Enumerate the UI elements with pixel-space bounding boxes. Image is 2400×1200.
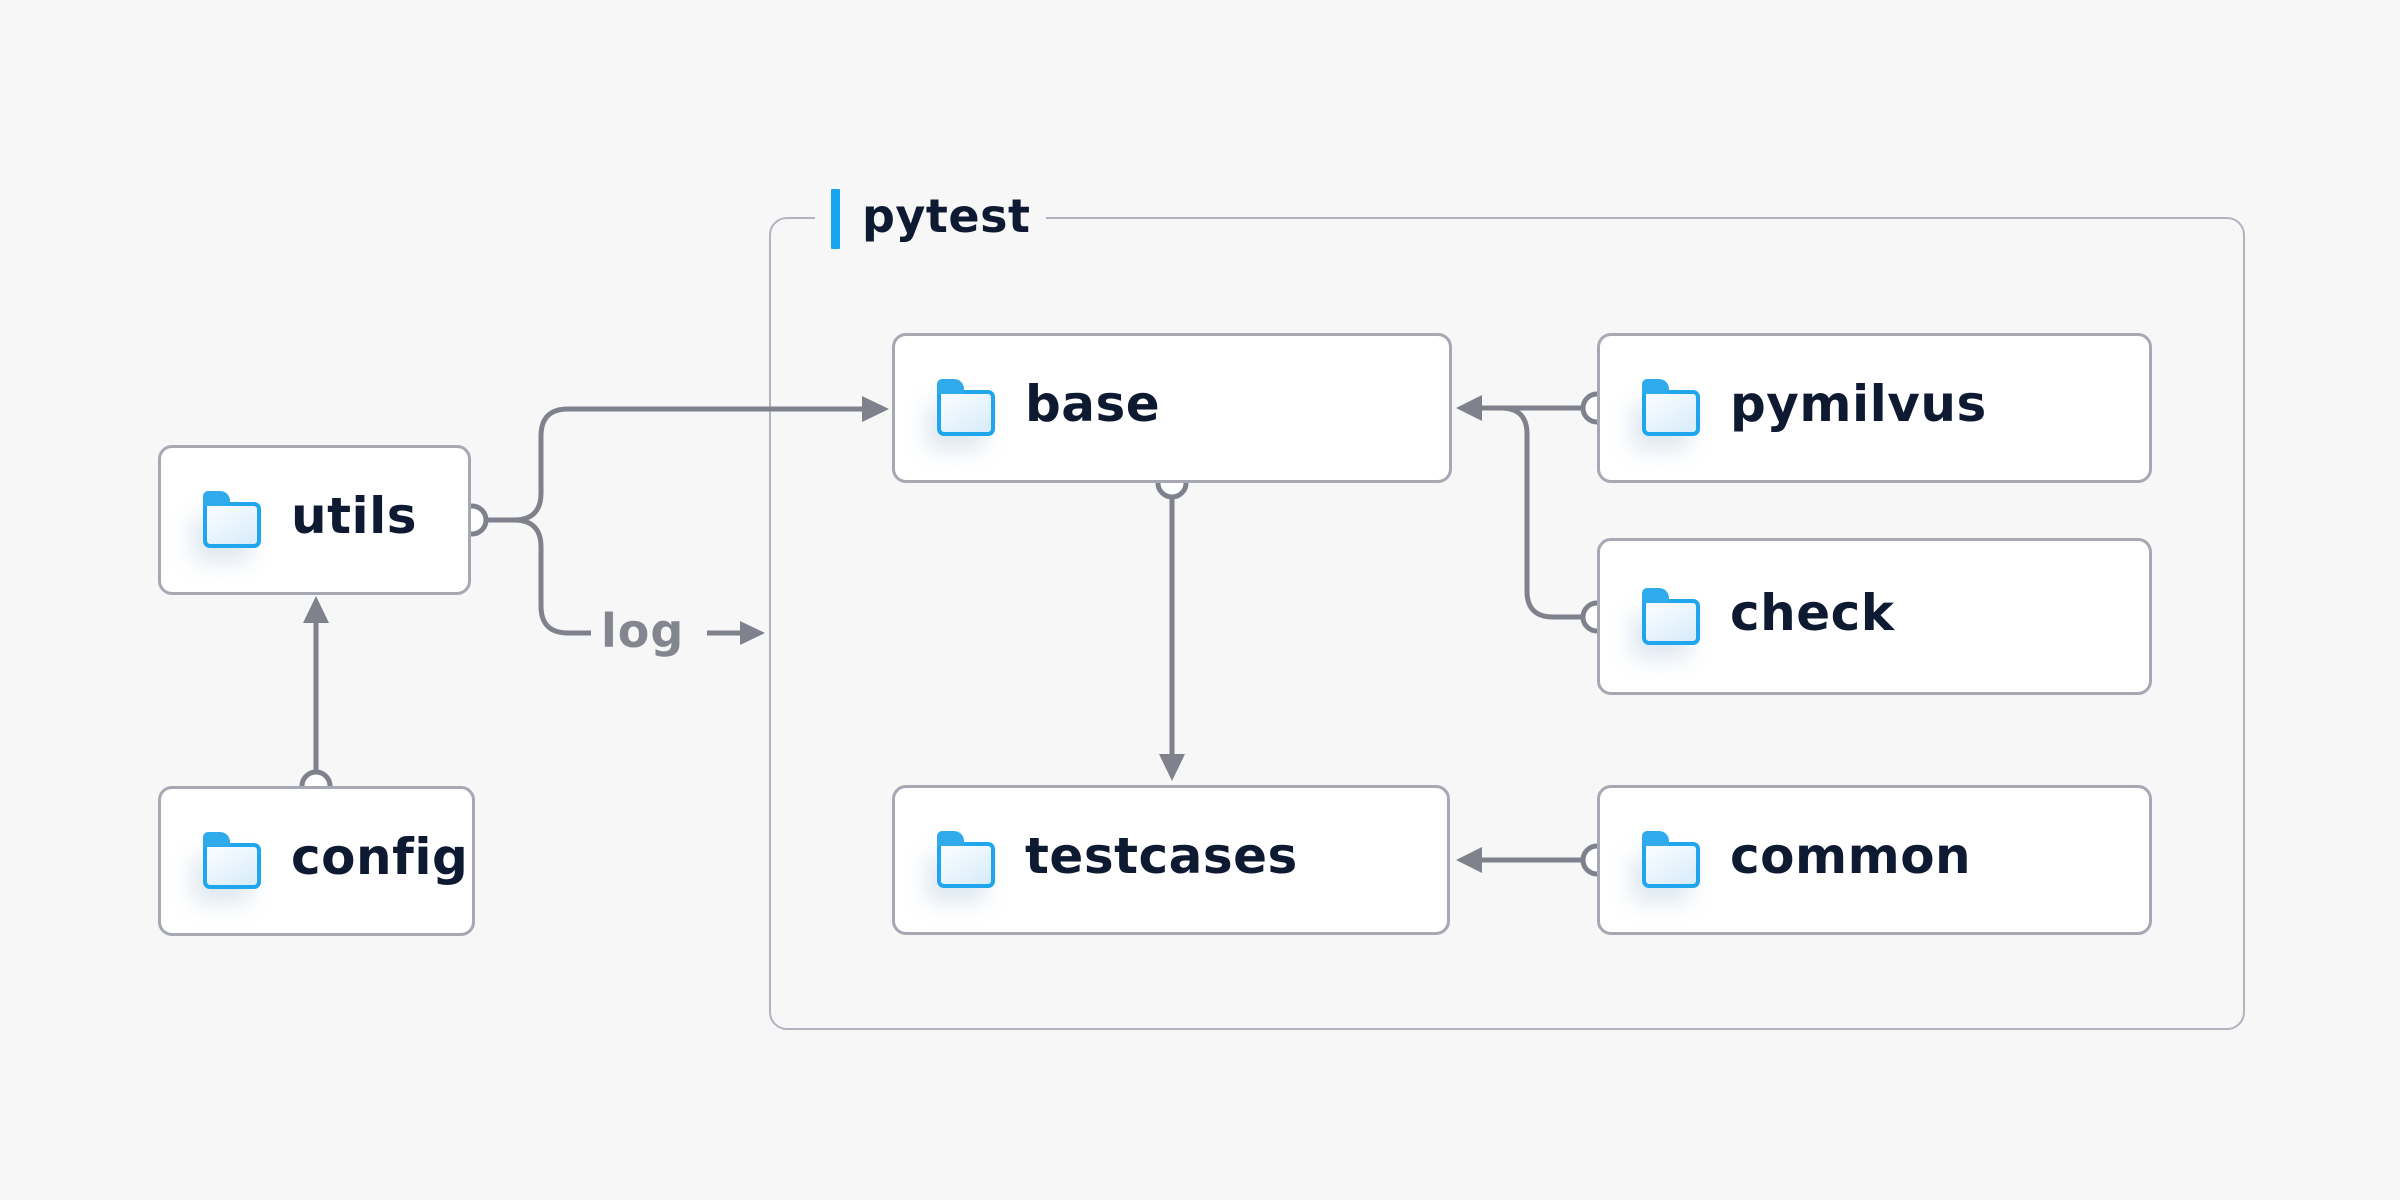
node-config: config [158,786,475,936]
folder-icon [937,379,995,436]
arrowhead-log [740,621,765,645]
node-testcases: testcases [892,785,1450,935]
node-utils: utils [158,445,471,595]
edge-utils-log [487,517,591,636]
node-utils-label: utils [291,487,418,545]
folder-icon [1642,831,1700,888]
folder-icon [937,831,995,888]
node-common: common [1597,785,2152,935]
pytest-container: pytest [769,187,2245,1030]
node-check-label: check [1730,583,1895,642]
folder-icon [203,832,261,889]
arrowhead-config-utils [303,596,329,623]
node-common-label: common [1730,827,1972,885]
node-base-label: base [1025,375,1161,433]
node-check: check [1597,538,2152,695]
accent-bar-icon [831,189,840,249]
node-testcases-label: testcases [1025,827,1298,885]
pytest-label: pytest [815,187,1047,251]
node-base: base [892,333,1452,483]
folder-icon [1642,587,1700,645]
folder-icon [203,491,261,548]
node-config-label: config [291,828,469,886]
node-pymilvus: pymilvus [1597,333,2152,483]
node-pymilvus-label: pymilvus [1730,375,1987,433]
folder-icon [1642,379,1700,436]
pytest-container-title: pytest [862,189,1031,243]
edge-label-log: log [601,604,685,659]
